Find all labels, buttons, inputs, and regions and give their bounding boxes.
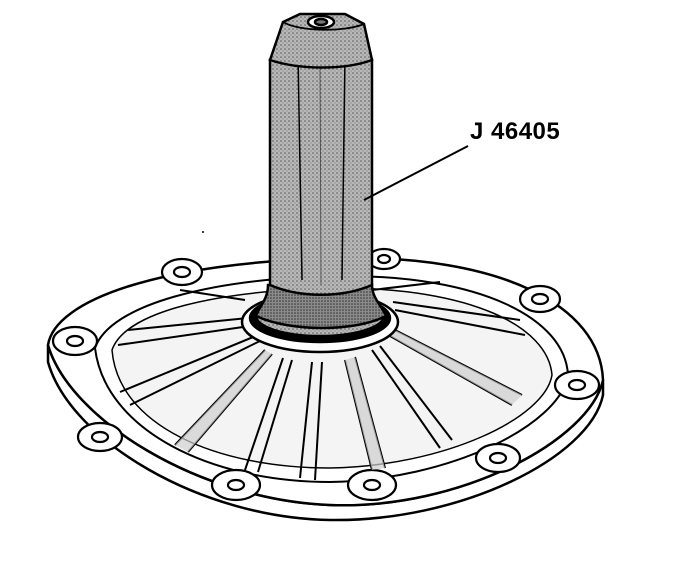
installer-tool [254,12,388,330]
bolt-bosses [51,247,601,502]
bolt-boss [210,468,262,502]
callout-label: J 46405 [470,118,561,145]
speck [202,231,204,233]
bolt-boss [366,247,402,271]
bolt-boss [160,257,204,287]
bolt-boss [553,369,601,401]
bolt-boss [76,421,124,453]
bolt-boss [346,468,398,502]
bolt-boss [51,325,99,357]
bolt-boss [518,284,562,314]
bolt-boss [474,442,522,474]
rib-shading [175,330,522,470]
callout-leader [363,145,469,201]
